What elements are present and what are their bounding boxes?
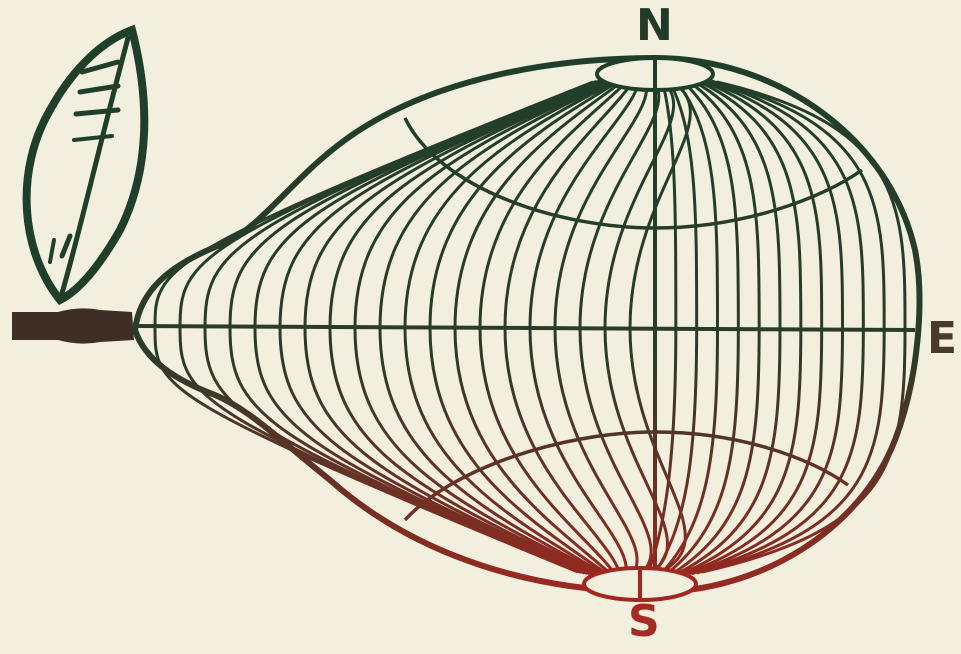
meridian-line [702, 82, 905, 572]
leaf [27, 30, 145, 300]
south-label: S [628, 600, 660, 644]
stem [12, 308, 134, 343]
north-label: N [636, 4, 673, 48]
east-label: E [927, 317, 957, 361]
equator-line [135, 326, 915, 330]
globe-body [135, 58, 919, 592]
